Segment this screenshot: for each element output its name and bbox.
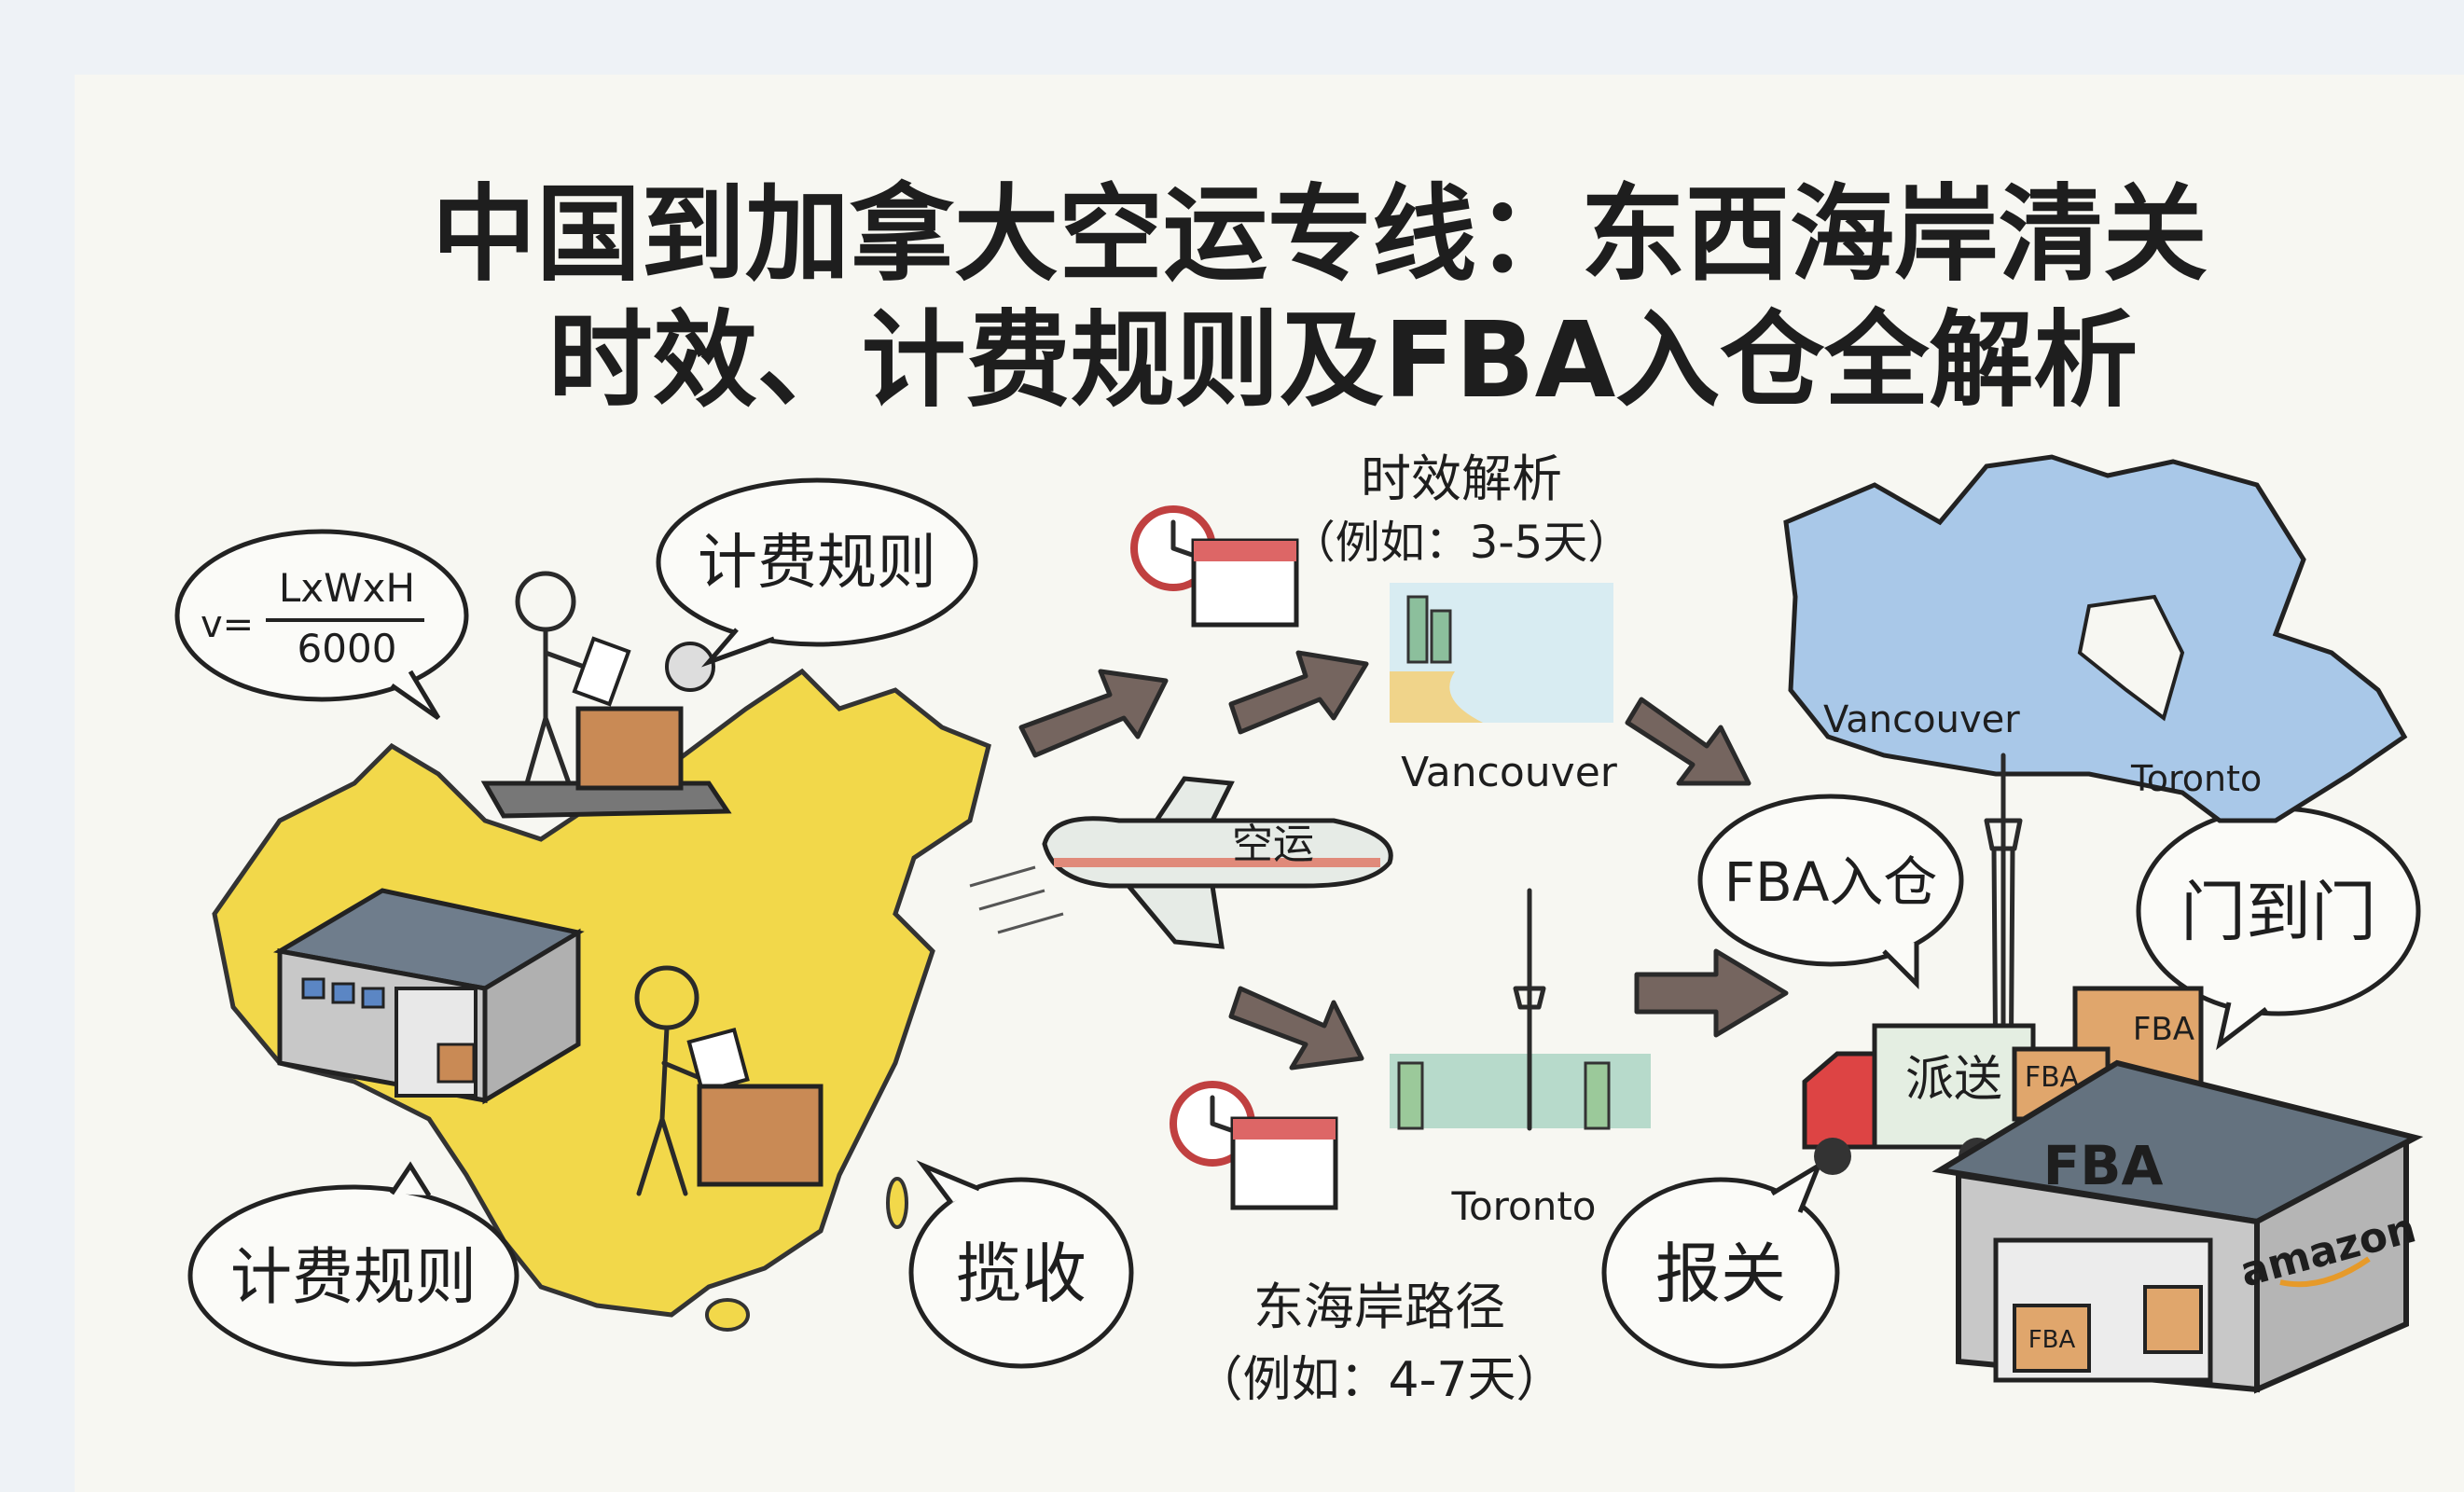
toronto-scene [1390, 888, 1651, 1131]
arrow-4 [1625, 697, 1751, 786]
billing-bubble-bottom: 计费规则 [187, 1161, 519, 1367]
truck-label: 派送 [1905, 1052, 2002, 1108]
west-city: Vancouver [1401, 749, 1618, 796]
clock-calendar-east [1170, 1081, 1338, 1210]
customs-bubble: 报关 [1601, 1160, 1840, 1369]
door-to-door-bubble: 门到门 [2136, 806, 2421, 1051]
west-heading: 时效解析 [1361, 449, 1562, 508]
hainan-island [705, 1298, 750, 1332]
billing-bubble-top: 计费规则 [656, 477, 978, 668]
svg-text:计费规则: 计费规则 [230, 1241, 477, 1313]
clock-calendar-west [1130, 505, 1299, 628]
canada-map-vancouver: Vancouver [1823, 698, 2020, 741]
formula-denominator: 6000 [298, 626, 397, 671]
china-warehouse [272, 888, 585, 1105]
svg-text:计费规则: 计费规则 [698, 529, 936, 598]
east-example: （例如：4-7天） [1195, 1352, 1565, 1408]
vancouver-scene [1390, 583, 1613, 723]
worker-with-scale [480, 571, 732, 819]
arrow-1 [1018, 669, 1169, 758]
svg-text:FBA: FBA [2133, 1011, 2194, 1048]
svg-text:FBA: FBA [2028, 1326, 2076, 1354]
title-line-2: 时效、计费规则及FBA入仓全解析 [548, 300, 2139, 421]
east-city: Toronto [1450, 1183, 1596, 1229]
cn-tower [1984, 753, 2023, 1103]
taiwan-island [886, 1177, 908, 1229]
west-example: （例如：3-5天） [1291, 517, 1632, 569]
pickup-bubble: 揽收 [908, 1160, 1134, 1369]
svg-text:揽收: 揽收 [956, 1236, 1087, 1312]
formula-bubble: v= LxWxH 6000 [174, 529, 469, 721]
fba-inbound-bubble: FBA入仓 [1697, 794, 1964, 990]
fba-warehouse: FBA amazon FBA [1931, 1059, 2424, 1394]
arrow-5 [1634, 948, 1789, 1038]
east-heading: 东海岸路径 [1253, 1278, 1505, 1336]
svg-text:门到门: 门到门 [2180, 874, 2376, 950]
warehouse-label: FBA [2043, 1134, 2164, 1197]
arrow-2 [1228, 650, 1369, 735]
plane-label: 空运 [1232, 821, 1314, 868]
title-line-1: 中国到加拿大空运专线：东西海岸清关 [432, 174, 2208, 296]
worker-with-box [634, 965, 824, 1196]
arrows [1018, 650, 1789, 1071]
svg-text:报关: 报关 [1655, 1236, 1786, 1312]
hudson-bay [2077, 594, 2185, 722]
formula-numerator: LxWxH [279, 565, 415, 611]
airplane: 空运 [969, 776, 1393, 949]
arrow-3 [1228, 986, 1364, 1071]
canada-map-toronto: Toronto [2130, 758, 2262, 799]
formula-prefix: v= [201, 603, 254, 646]
svg-text:FBA入仓: FBA入仓 [1724, 850, 1938, 914]
